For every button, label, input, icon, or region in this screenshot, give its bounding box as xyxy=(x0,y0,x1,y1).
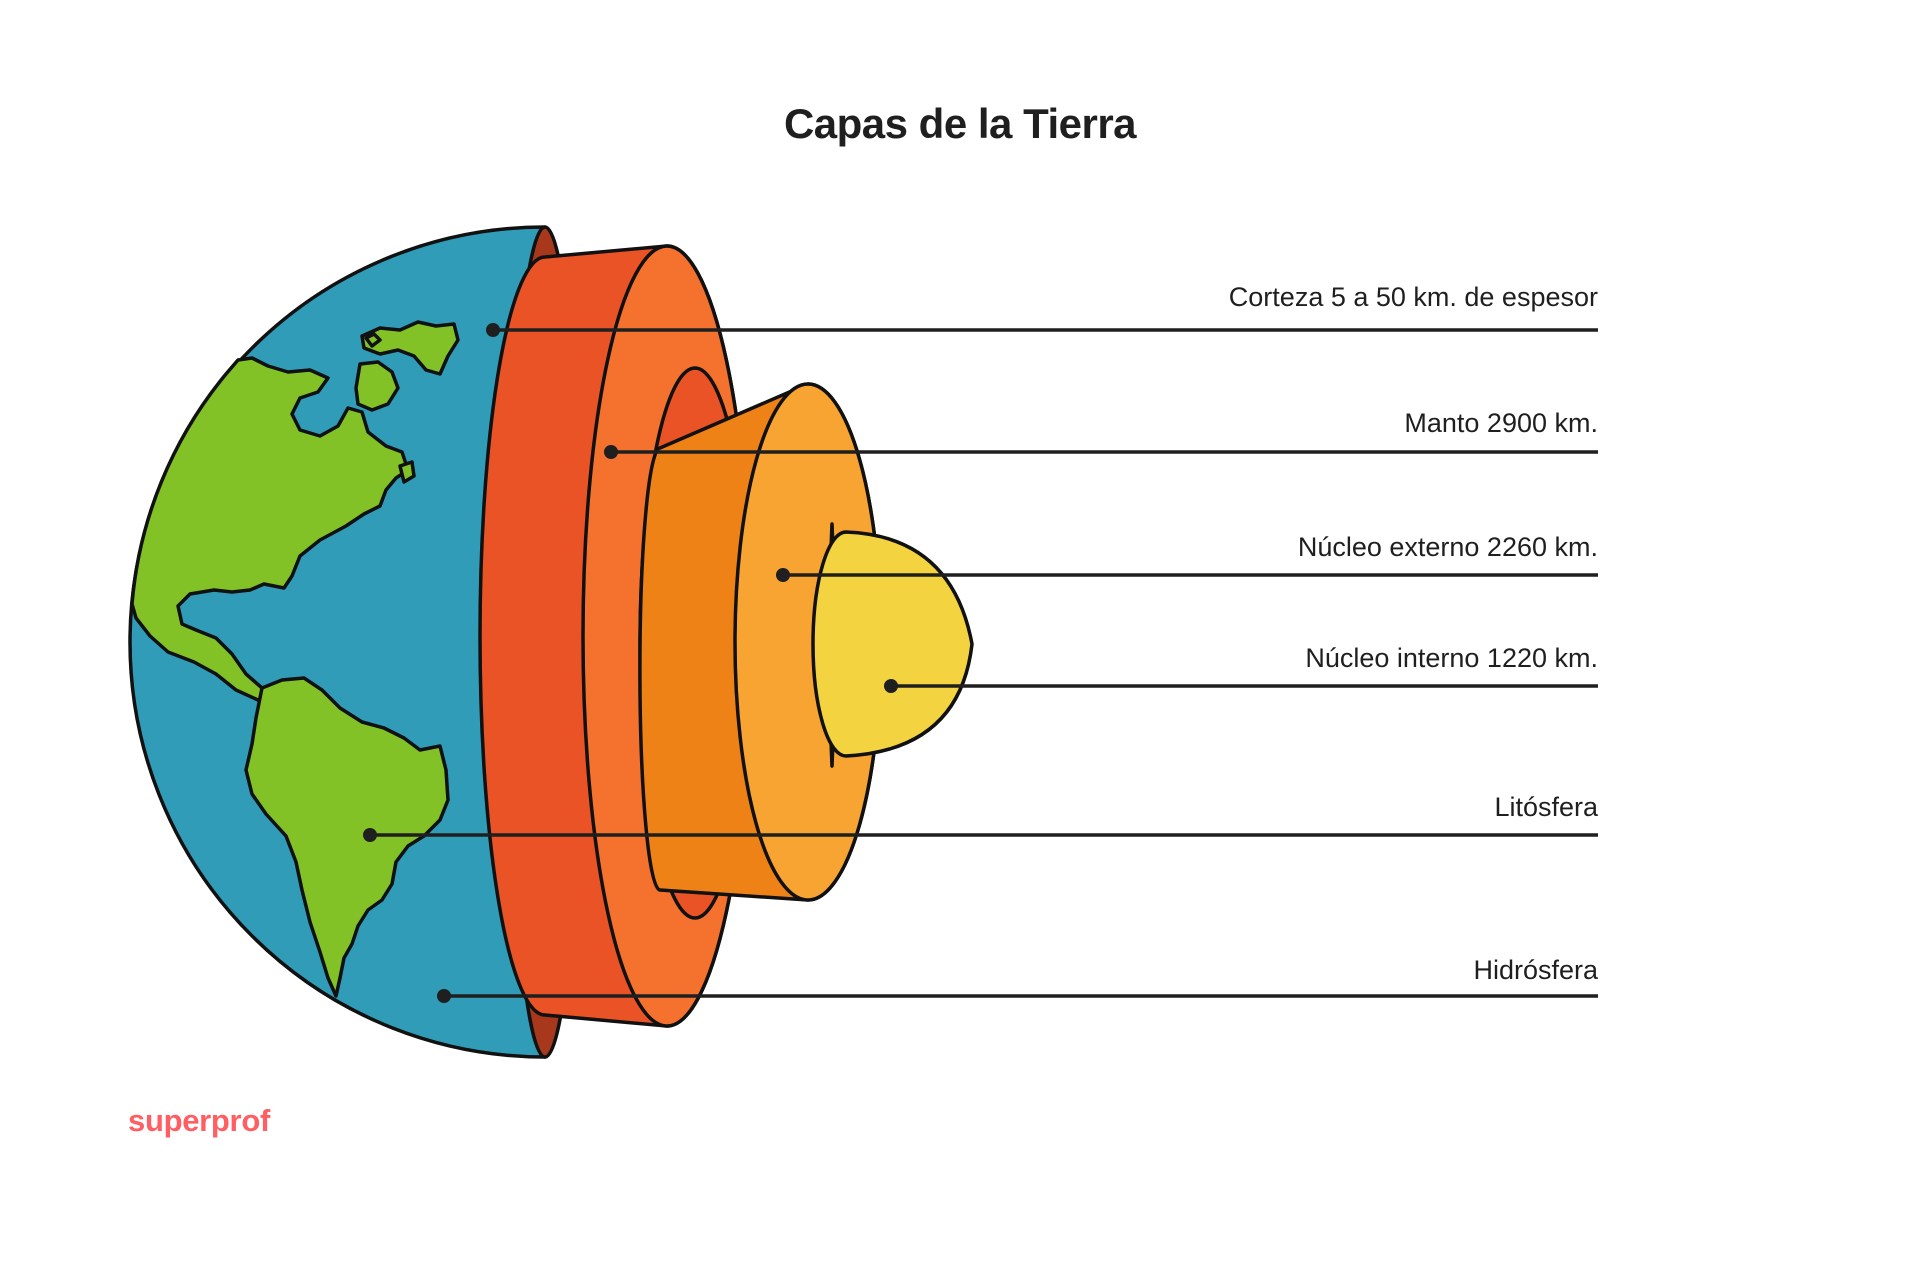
continent-north-america xyxy=(130,356,410,702)
label-manto: Manto 2900 km. xyxy=(1404,408,1598,438)
label-nucleo-interno: Núcleo interno 1220 km. xyxy=(1305,643,1598,673)
marker-dot-nucleo-interno xyxy=(884,679,898,693)
outer-core-layer xyxy=(733,382,883,902)
label-hidrosfera: Hidrósfera xyxy=(1473,955,1598,985)
marker-dot-manto xyxy=(604,445,618,459)
arctic-island xyxy=(398,460,416,484)
marker-dot-hidrosfera xyxy=(437,989,451,1003)
arctic-island xyxy=(364,332,382,348)
label-litosfera: Litósfera xyxy=(1494,792,1598,822)
inner-core-layer xyxy=(811,530,974,758)
marker-dot-litosfera xyxy=(363,828,377,842)
continent-greenland xyxy=(360,320,460,376)
marker-dot-nucleo-externo xyxy=(776,568,790,582)
diagram-title: Capas de la Tierra xyxy=(783,100,1137,147)
superprof-logo: superprof xyxy=(128,1103,270,1138)
label-corteza: Corteza 5 a 50 km. de espesor xyxy=(1228,282,1598,312)
arctic-island xyxy=(354,360,400,412)
marker-dot-corteza xyxy=(486,323,500,337)
continent-south-america xyxy=(244,676,450,998)
label-nucleo-externo: Núcleo externo 2260 km. xyxy=(1297,532,1598,562)
